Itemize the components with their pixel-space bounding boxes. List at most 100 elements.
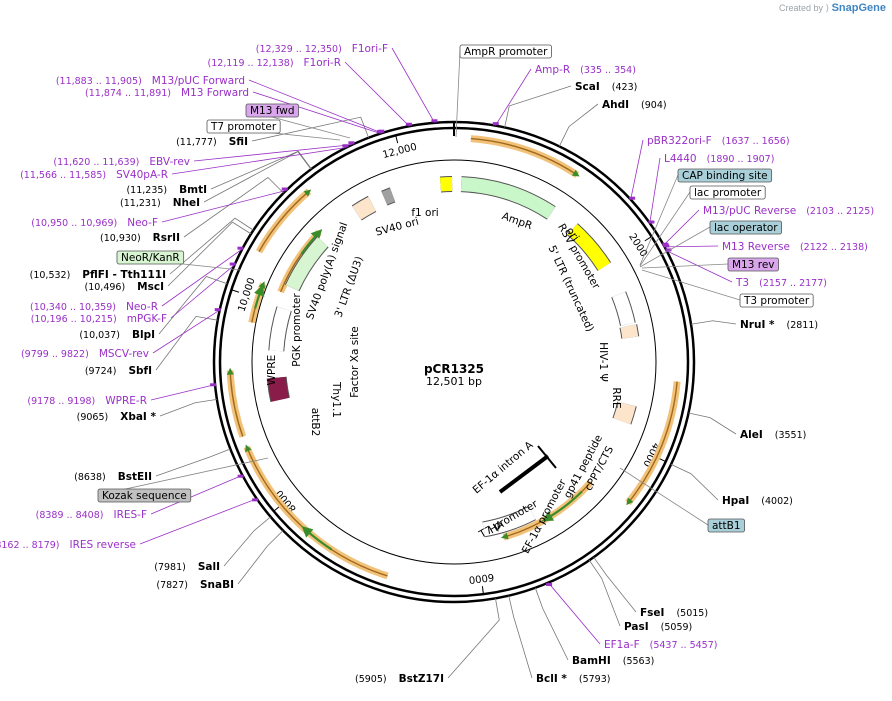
primer-site[interactable]: Neo-F(10,950 .. 10,969) xyxy=(31,217,158,229)
enzyme-site[interactable]: SnaBI(7827) xyxy=(156,579,234,591)
primer-site[interactable]: WPRE-R(9178 .. 9198) xyxy=(27,395,147,407)
primer-site[interactable]: Neo-R(10,340 .. 10,359) xyxy=(30,301,158,313)
inner-feature-label: Thy1.1 xyxy=(330,381,342,418)
enzyme-name: XbaI * xyxy=(120,411,156,423)
enzyme-leader xyxy=(508,595,533,679)
enzyme-site[interactable]: AhdI(904) xyxy=(602,99,667,111)
enzyme-site[interactable]: FseI(5015) xyxy=(640,607,708,619)
primer-name: EF1a-F xyxy=(604,639,640,651)
ampr-feature xyxy=(460,177,556,219)
primer-site[interactable]: EF1a-F (5437 .. 5457) xyxy=(604,639,717,651)
enzyme-site[interactable]: RsrII(10,930) xyxy=(100,232,180,244)
primer-name: L4440 xyxy=(664,153,697,165)
primer-site[interactable]: T3(2157 .. 2177) xyxy=(735,277,827,289)
primer-site[interactable]: MSCV-rev(9799 .. 9822) xyxy=(21,348,149,360)
primer-site[interactable]: pBR322ori-F(1637 .. 1656) xyxy=(647,135,790,147)
feature-box[interactable]: Kozak sequence xyxy=(97,457,269,503)
feature-box[interactable]: M13 rev xyxy=(641,257,779,272)
orf-green-arrow xyxy=(254,284,265,309)
feature-box-frame xyxy=(707,518,745,533)
enzyme-leader xyxy=(534,587,569,661)
enzyme-site[interactable]: MscI(10,496) xyxy=(85,281,165,293)
feature-box[interactable]: T3 promoter xyxy=(641,269,814,308)
primer-site[interactable]: M13/pUC Reverse(2103 .. 2125) xyxy=(703,205,874,217)
enzyme-site[interactable]: AleI(3551) xyxy=(740,429,806,441)
primer-leader xyxy=(252,91,381,134)
primer-marker xyxy=(376,130,383,134)
enzyme-site[interactable]: SbfI(9724) xyxy=(85,365,152,377)
enzyme-site[interactable]: BstZ17I(5905) xyxy=(355,673,444,685)
enzyme-site[interactable]: SalI(7981) xyxy=(154,561,220,573)
feature-box[interactable]: CAP binding site xyxy=(639,168,773,266)
enzyme-name: NruI * xyxy=(740,319,775,331)
primer-name: IRES-F xyxy=(113,509,147,521)
enzyme-site[interactable]: ScaI(423) xyxy=(575,81,637,93)
enzyme-position: (5905) xyxy=(355,674,387,685)
feature-box[interactable]: attB1 xyxy=(619,467,745,533)
primer-site[interactable]: M13 Reverse(2122 .. 2138) xyxy=(722,241,868,253)
enzyme-site[interactable]: BclI *(5793) xyxy=(536,673,610,685)
enzyme-position: (7827) xyxy=(156,580,188,591)
primer-marker xyxy=(348,141,355,145)
enzyme-leader xyxy=(588,560,621,627)
feature-box[interactable]: lac promoter xyxy=(639,185,766,267)
primer-site[interactable]: IRES reverse(8162 .. 8179) xyxy=(0,539,136,551)
feature-box[interactable]: NeoR/KanR xyxy=(116,250,241,271)
feature-box[interactable]: T7 promoter xyxy=(206,119,341,141)
enzyme-site[interactable]: XbaI * (9065) xyxy=(77,411,157,423)
primer-site[interactable]: F1ori-R(12,119 .. 12,138) xyxy=(208,57,341,69)
enzyme-site[interactable]: NruI *(2811) xyxy=(740,319,818,331)
primer-site[interactable]: L4440(1890 .. 1907) xyxy=(664,153,774,165)
primer-position: (5437 .. 5457) xyxy=(650,640,718,651)
enzyme-name: SbfI xyxy=(128,365,152,377)
enzyme-site[interactable]: PasI(5059) xyxy=(624,621,692,633)
primer-site[interactable]: EBV-rev(11,620 .. 11,639) xyxy=(53,156,190,168)
primer-leader xyxy=(495,68,532,126)
feature-box[interactable]: AmpR promoter xyxy=(455,44,552,138)
feature-box-label: Kozak sequence xyxy=(102,490,187,502)
feature-box-frame xyxy=(739,293,814,308)
inner-feature-label: SV40 ori xyxy=(374,216,420,239)
feature-box-label: NeoR/KanR xyxy=(121,252,180,264)
primer-site[interactable]: F1ori-F(12,329 .. 12,350) xyxy=(256,43,388,55)
enzyme-site[interactable]: BamHI(5563) xyxy=(572,655,654,667)
enzyme-site[interactable]: BstEII(8638) xyxy=(74,471,152,483)
enzyme-site[interactable]: HpaI(4002) xyxy=(722,495,793,507)
feature-box-frame xyxy=(677,168,773,183)
primer-position: (12,329 .. 12,350) xyxy=(256,44,342,55)
enzyme-name: PasI xyxy=(624,621,649,633)
primer-leader xyxy=(193,144,353,162)
inner-feature-label: attB2 xyxy=(309,408,321,437)
primer-position: (10,196 .. 10,215) xyxy=(31,314,117,325)
enzyme-leader xyxy=(203,151,312,203)
enzyme-site[interactable]: BlpI(10,037) xyxy=(79,329,155,341)
enzyme-leader xyxy=(670,464,719,501)
primer-site[interactable]: SV40pA-R(11,566 .. 11,585) xyxy=(20,169,168,181)
primer-site[interactable]: M13/pUC Forward(11,883 .. 11,905) xyxy=(56,75,245,87)
feature-box[interactable]: lac operator xyxy=(639,220,783,268)
inner-feature-label: RRE xyxy=(610,387,622,408)
primer-leader xyxy=(391,47,435,123)
primer-site[interactable]: Amp-R(335 .. 354) xyxy=(535,64,636,76)
enzyme-name: RsrII xyxy=(153,232,180,244)
feature-box-frame xyxy=(116,250,185,265)
enzyme-site[interactable]: SfiI(11,777) xyxy=(176,136,248,148)
enzyme-position: (9065) xyxy=(77,412,109,423)
primer-marker xyxy=(492,122,499,126)
enzyme-position: (8638) xyxy=(74,472,106,483)
tick-mark xyxy=(481,586,484,595)
enzyme-site[interactable]: NheI(11,231) xyxy=(120,197,200,209)
primer-leader xyxy=(548,582,601,645)
primer-leader xyxy=(152,309,220,354)
primer-marker xyxy=(237,474,244,478)
enzyme-position: (11,777) xyxy=(176,137,217,148)
feature-box[interactable]: M13 fwd xyxy=(245,103,351,139)
primer-site[interactable]: IRES-F(8389 .. 8408) xyxy=(36,509,147,521)
primer-position: (2103 .. 2125) xyxy=(806,206,874,217)
enzyme-site[interactable]: BmtI(11,235) xyxy=(126,184,207,196)
enzyme-site[interactable]: PflFI - Tth111I(10,532) xyxy=(30,269,166,281)
primer-position: (9799 .. 9822) xyxy=(21,349,89,360)
primer-site[interactable]: mPGK-F(10,196 .. 10,215) xyxy=(31,313,167,325)
primer-site[interactable]: M13 Forward(11,874 .. 11,891) xyxy=(85,87,249,99)
